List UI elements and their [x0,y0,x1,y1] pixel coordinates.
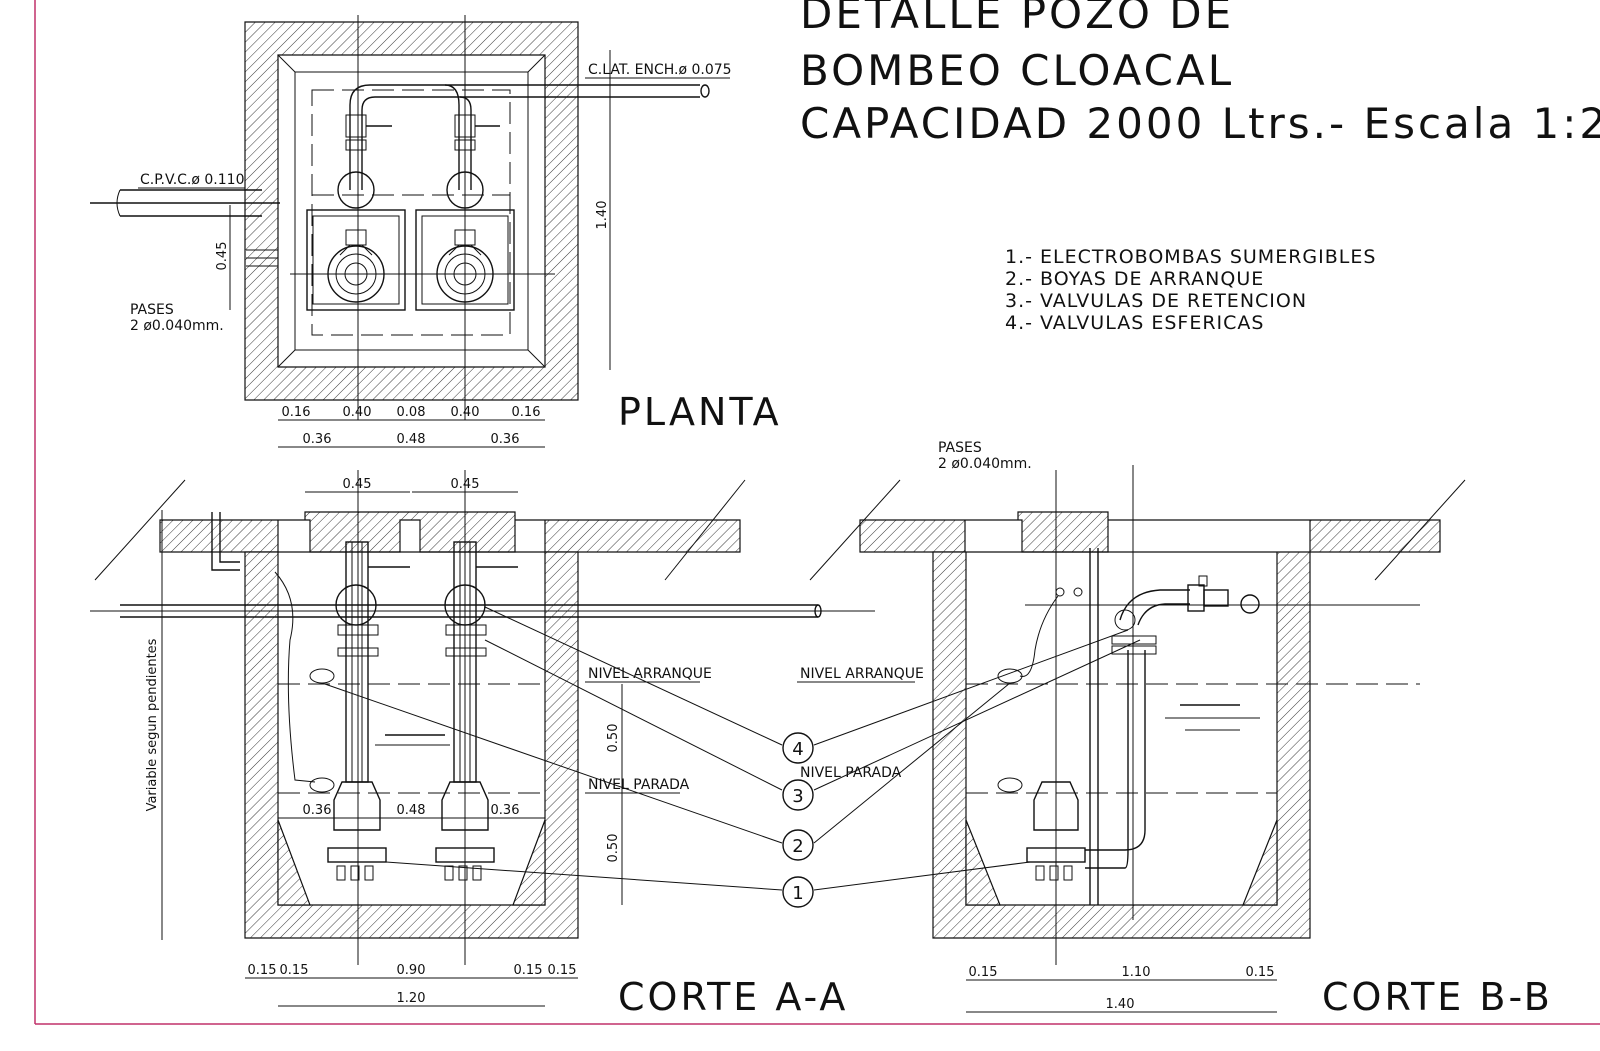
legend: 1.- ELECTROBOMBAS SUMERGIBLES 2.- BOYAS … [1005,246,1376,334]
nivel-arranque-b: NIVEL ARRANQUE [800,666,924,682]
planta-label: PLANTA [618,390,782,434]
corte-aa-label: CORTE A-A [618,975,848,1019]
legend-item-3: 3.- VALVULAS DE RETENCION [1005,290,1307,312]
legend-item-2: 2.- BOYAS DE ARRANQUE [1005,268,1264,290]
a-dim-top-2: 0.45 [451,477,480,492]
legend-item-1: 1.- ELECTROBOMBAS SUMERGIBLES [1005,246,1376,268]
plan-dim-140: 1.40 [595,201,610,230]
callout-4-circle [782,732,814,764]
b-dim-bot-1: 0.15 [969,965,998,980]
pases-planta-line-2: 2 ø0.040mm. [130,318,224,334]
b-dim-bot-3: 0.15 [1246,965,1275,980]
planta-view: C.LAT. ENCH.ø 0.075 C.P.V.C.ø 0.110 PASE… [90,15,782,448]
a-dim-bot-1: 0.15 [248,963,277,978]
a-dim-bot-4: 0.15 [514,963,543,978]
callout-2-circle [782,829,814,861]
title-line-2: BOMBEO CLOACAL [800,46,1234,95]
b-dim-total: 1.40 [1106,997,1135,1012]
title-line-1: DETALLE POZO DE [800,0,1234,38]
a-dim-inner-1: 0.36 [303,803,332,818]
nivel-arranque-a: NIVEL ARRANQUE [588,666,712,682]
pump-a-left [327,541,387,905]
callout-2: 2 [792,836,803,857]
plan-dim-top-2: 0.40 [343,405,372,420]
pases-planta-line-1: PASES [130,302,174,318]
a-dim-050-lower: 0.50 [606,834,621,863]
a-dim-inner-3: 0.36 [491,803,520,818]
pases-b-line-2: 2 ø0.040mm. [938,456,1032,472]
discharge-pipe-label: C.LAT. ENCH.ø 0.075 [588,62,732,78]
a-dim-bot-2: 0.15 [280,963,309,978]
variable-label: Variable segun pendientes [145,638,160,811]
a-dim-bot-3: 0.90 [397,963,426,978]
a-dim-inner-2: 0.48 [397,803,426,818]
callout-3: 3 [792,786,803,807]
legend-item-4: 4.- VALVULAS ESFERICAS [1005,312,1264,334]
a-dim-050-upper: 0.50 [606,724,621,753]
corte-bb-view: NIVEL ARRANQUE NIVEL PARADA PASES 2 ø0.0… [797,440,1553,1019]
title-block: DETALLE POZO DE BOMBEO CLOACAL CAPACIDAD… [800,0,1600,148]
plan-dim-top-5: 0.16 [512,405,541,420]
pases-b-line-1: PASES [938,440,982,456]
callout-3-circle [782,779,814,811]
plan-dim-bot-3: 0.36 [491,432,520,447]
callouts: 4 3 2 1 [321,606,1141,908]
corte-aa-view: NIVEL ARRANQUE NIVEL PARADA 0.45 0.45 0.… [90,470,875,1019]
b-dim-bot-2: 1.10 [1122,965,1151,980]
title-line-3: CAPACIDAD 2000 Ltrs.- Escala 1:25 [800,99,1600,148]
callout-1: 1 [792,883,803,904]
plan-dim-bot-1: 0.36 [303,432,332,447]
plan-dim-045: 0.45 [215,242,230,271]
plan-dim-top-3: 0.08 [397,405,426,420]
a-dim-bot-5: 0.15 [548,963,577,978]
corte-bb-label: CORTE B-B [1322,975,1553,1019]
plan-dim-bot-2: 0.48 [397,432,426,447]
a-dim-top-1: 0.45 [343,477,372,492]
nivel-parada-a: NIVEL PARADA [588,777,690,793]
inlet-pipe-label: C.P.V.C.ø 0.110 [140,172,244,188]
plan-dim-top-4: 0.40 [451,405,480,420]
a-dim-total: 1.20 [397,991,426,1006]
plan-dim-top-1: 0.16 [282,405,311,420]
callout-4: 4 [792,739,803,760]
callout-1-circle [782,876,814,908]
